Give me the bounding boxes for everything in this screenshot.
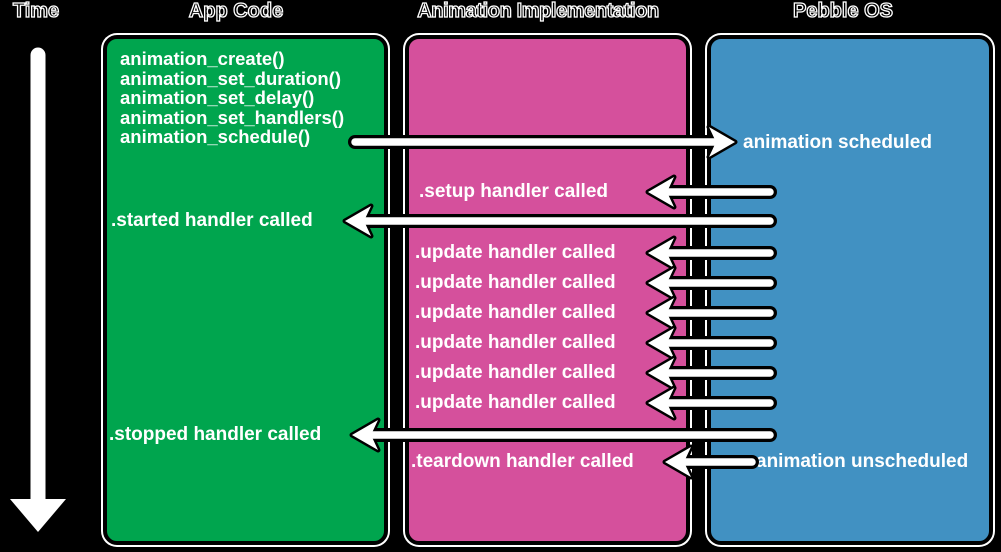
function-call: animation_set_delay()	[120, 87, 315, 108]
function-call: animation_create()	[120, 48, 285, 69]
time-column-title: Time	[12, 0, 60, 23]
pebble-os-column-title: Pebble OS	[792, 0, 894, 23]
function-call: animation_set_duration()	[120, 67, 341, 89]
update-event-label: .update handler called	[415, 392, 616, 413]
animation-implementation-box	[405, 35, 690, 545]
pebble-os-box	[707, 35, 993, 545]
app-code-column-title: App Code	[188, 0, 284, 23]
update-event-label: .update handler called	[415, 242, 616, 263]
function-call: animation_schedule()	[120, 126, 311, 147]
teardown-event-label: .teardown handler called	[411, 451, 634, 472]
animation-implementation-column-title: Animation Implementation	[417, 0, 660, 23]
unscheduled-event-label: animation unscheduled	[756, 451, 969, 472]
update-event-label: .update handler called	[415, 272, 616, 293]
scheduled-event-label: animation scheduled	[743, 132, 932, 153]
update-event-label: .update handler called	[415, 362, 616, 383]
started-event-label: .started handler called	[111, 210, 313, 231]
stopped-event-label: .stopped handler called	[109, 424, 322, 445]
function-call-list: animation_create() animation_set_duratio…	[120, 49, 344, 147]
app-code-box	[103, 35, 388, 545]
function-call: animation_set_handlers()	[120, 106, 345, 128]
update-event-label: .update handler called	[415, 332, 616, 353]
time-arrow-icon	[7, 43, 69, 535]
setup-event-label: .setup handler called	[419, 181, 608, 202]
update-event-label: .update handler called	[415, 302, 616, 323]
